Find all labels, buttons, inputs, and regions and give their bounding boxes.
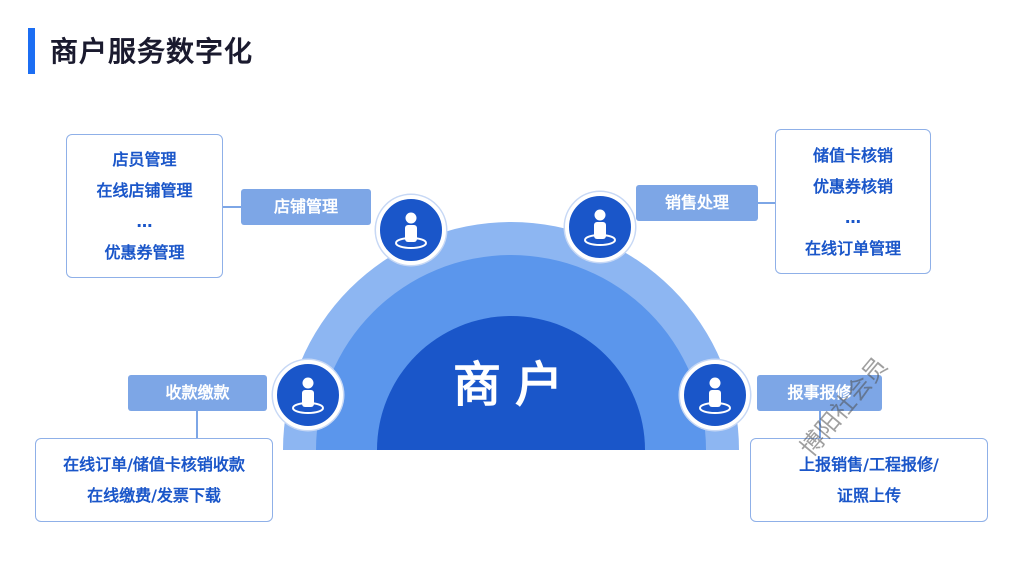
store-management-tag: 店铺管理 <box>241 189 371 225</box>
list-item: 上报销售/工程报修/ <box>799 455 939 474</box>
list-item: 优惠券核销 <box>812 176 893 196</box>
list-item: 优惠券管理 <box>104 243 185 262</box>
sales-processing-tag: 销售处理 <box>636 185 758 221</box>
connector-line <box>819 411 821 438</box>
list-item: 在线订单/储值卡核销收款 <box>63 455 245 474</box>
list-item: 在线店铺管理 <box>96 181 193 200</box>
person-icon <box>376 195 446 265</box>
list-item: 储值卡核销 <box>812 145 893 165</box>
list-item: … <box>845 207 861 227</box>
payment-items-box: 在线订单/储值卡核销收款 在线缴费/发票下载 <box>35 438 273 522</box>
connector-line <box>758 202 775 204</box>
connector-line <box>223 206 241 208</box>
repair-report-tag: 报事报修 <box>757 375 882 411</box>
page-title: 商户服务数字化 <box>50 35 254 68</box>
person-icon <box>273 360 343 430</box>
sales-items-box: 储值卡核销 优惠券核销 … 在线订单管理 <box>775 129 931 274</box>
inner-arc <box>377 316 645 450</box>
list-item: 在线订单管理 <box>804 238 901 258</box>
repair-items-box: 上报销售/工程报修/ 证照上传 <box>750 438 988 522</box>
store-items-box: 店员管理 在线店铺管理 … 优惠券管理 <box>66 134 223 278</box>
title-accent-bar <box>28 28 35 74</box>
list-item: 证照上传 <box>836 486 901 505</box>
person-icon <box>680 360 750 430</box>
list-item: 店员管理 <box>112 150 177 169</box>
payment-collection-tag: 收款缴款 <box>128 375 267 411</box>
list-item: 在线缴费/发票下载 <box>87 486 221 505</box>
center-label: 商户 <box>452 357 577 413</box>
person-icon <box>565 192 635 262</box>
list-item: … <box>136 212 153 231</box>
connector-line <box>196 411 198 438</box>
